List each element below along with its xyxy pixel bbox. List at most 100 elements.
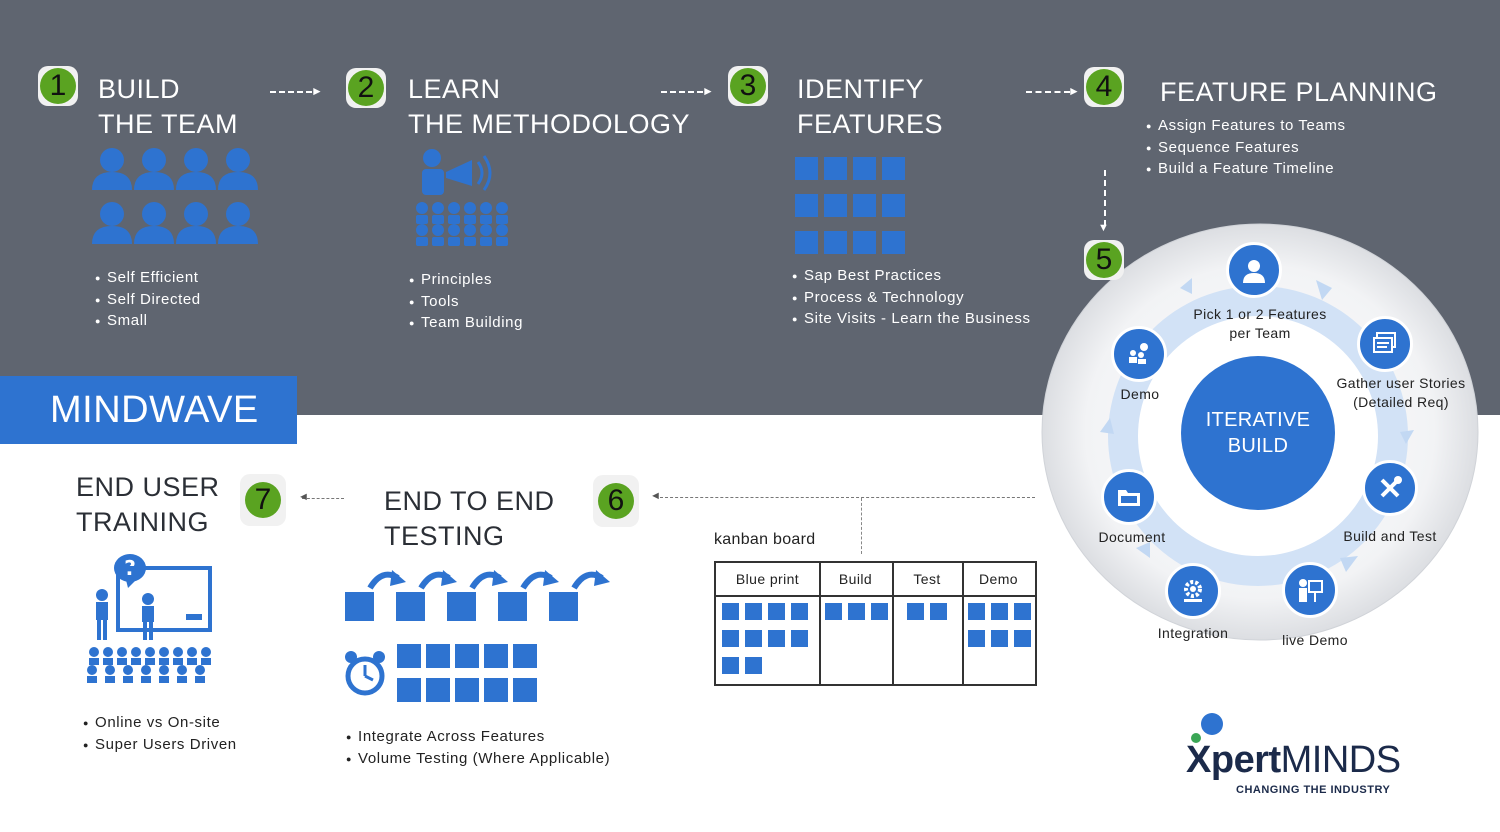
kanban-card	[745, 657, 762, 674]
label-line: Pick 1 or 2 Features	[1193, 306, 1327, 322]
feature-square	[824, 231, 847, 254]
arrow-head-icon: ►	[702, 84, 714, 98]
step-6-title-line2: TESTING	[384, 521, 505, 551]
test-step-square	[345, 592, 374, 621]
kanban-connector	[861, 498, 862, 554]
teacher-audience-icon	[416, 149, 508, 246]
user-icon	[1226, 242, 1282, 298]
step-1-title-line1: BUILD	[98, 74, 181, 104]
bullet-item: Principles	[409, 270, 523, 292]
step-7-number: 7	[245, 482, 281, 518]
step-7-title-line2: TRAINING	[76, 507, 210, 537]
bullet-item: Site Visits - Learn the Business	[792, 309, 1031, 331]
kanban-card	[825, 603, 842, 620]
bullet-item: Tools	[409, 292, 523, 314]
step-2-badge: 2	[346, 68, 386, 108]
folder-icon	[1101, 469, 1157, 525]
kanban-col-test: Test	[892, 563, 964, 684]
kanban-card	[968, 603, 985, 620]
feature-square	[853, 194, 876, 217]
bullet-item: Build a Feature Timeline	[1146, 159, 1346, 181]
test-grid-square	[484, 644, 508, 668]
test-step-square	[498, 592, 527, 621]
test-grid-square	[513, 644, 537, 668]
test-grid-square	[484, 678, 508, 702]
test-grid-square	[397, 644, 421, 668]
logo-minds: MINDS	[1280, 739, 1401, 781]
label-line: Gather user Stories	[1336, 375, 1466, 391]
kanban-col-demo: Demo	[962, 563, 1035, 684]
label-line: Demo	[1120, 386, 1160, 402]
step-4-badge: 4	[1084, 67, 1124, 107]
bullet-item: Sap Best Practices	[792, 266, 1031, 288]
test-grid-square	[513, 678, 537, 702]
arrow-head-icon: ◄	[650, 490, 661, 502]
node-demo-label: Demo	[1090, 385, 1190, 404]
test-step-square	[549, 592, 578, 621]
kanban-card	[745, 630, 762, 647]
step-6-title: END TO END TESTING	[384, 484, 555, 554]
step-3-bullets: Sap Best Practices Process & Technology …	[792, 266, 1031, 331]
arrow-4-5	[1104, 170, 1106, 226]
step-5-badge: 5	[1084, 240, 1124, 280]
logo-mark-icon	[1191, 713, 1223, 743]
iterative-center: ITERATIVE BUILD	[1181, 356, 1335, 510]
kanban-card	[791, 603, 808, 620]
step-3-number: 3	[730, 68, 766, 104]
step-1-title: BUILD THE TEAM	[98, 72, 238, 142]
logo-wordmark: XpertMINDS	[1186, 738, 1401, 782]
feature-square	[853, 231, 876, 254]
step-2-title-line1: LEARN	[408, 74, 501, 104]
step-3-title-line2: FEATURES	[797, 109, 944, 139]
step-1-bullets: Self Efficient Self Directed Small	[95, 268, 201, 333]
kanban-card	[1014, 630, 1031, 647]
label-line: Document	[1098, 529, 1166, 545]
arrow-5-6	[660, 497, 1035, 498]
feature-square	[795, 157, 818, 180]
step-3-title-line1: IDENTIFY	[797, 74, 925, 104]
test-step-square	[396, 592, 425, 621]
brand-name: MINDWAVE	[50, 388, 259, 431]
label-line: Integration	[1157, 625, 1229, 641]
test-grid-square	[397, 678, 421, 702]
kanban-card	[768, 603, 785, 620]
step-2-bullets: Principles Tools Team Building	[409, 270, 523, 335]
center-line2: BUILD	[1227, 435, 1289, 457]
kanban-col-build: Build	[819, 563, 894, 684]
kanban-col-header: Test	[892, 563, 962, 597]
kanban-card	[968, 630, 985, 647]
step-3-badge: 3	[728, 66, 768, 106]
kanban-card	[768, 630, 785, 647]
label-line: Build and Test	[1343, 528, 1437, 544]
node-build-test-label: Build and Test	[1330, 527, 1450, 546]
feature-square	[795, 194, 818, 217]
node-integration-label: Integration	[1143, 624, 1243, 643]
test-step-square	[447, 592, 476, 621]
test-grid-square	[455, 678, 479, 702]
kanban-card	[930, 603, 947, 620]
bullet-item: Sequence Features	[1146, 138, 1346, 160]
step-1-title-line2: THE TEAM	[98, 109, 239, 139]
arrow-head-icon: ►	[1068, 84, 1080, 98]
feature-square	[795, 231, 818, 254]
step-7-bullets: Online vs On-site Super Users Driven	[83, 713, 237, 756]
step-5-number: 5	[1086, 242, 1122, 278]
step-4-title-line1: FEATURE PLANNING	[1160, 77, 1438, 107]
step-7-badge: 7	[240, 474, 286, 526]
node-gather-label: Gather user Stories (Detailed Req)	[1326, 374, 1476, 412]
step-7-title-line1: END USER	[76, 472, 220, 502]
logo-tagline: CHANGING THE INDUSTRY	[1236, 784, 1391, 796]
feature-square	[853, 157, 876, 180]
step-6-badge: 6	[593, 475, 639, 527]
feature-square	[882, 194, 905, 217]
arrow-3-4	[1026, 91, 1070, 93]
alarm-clock-icon	[345, 651, 385, 696]
node-document-label: Document	[1082, 528, 1182, 547]
test-grid-square	[426, 678, 450, 702]
bullet-item: Self Efficient	[95, 268, 201, 290]
step-6-bullets: Integrate Across Features Volume Testing…	[346, 727, 610, 770]
arrow-head-icon: ◄	[298, 491, 309, 503]
test-grid-square	[455, 644, 479, 668]
step-2-title-line2: THE METHODOLOGY	[408, 109, 691, 139]
kanban-card	[848, 603, 865, 620]
